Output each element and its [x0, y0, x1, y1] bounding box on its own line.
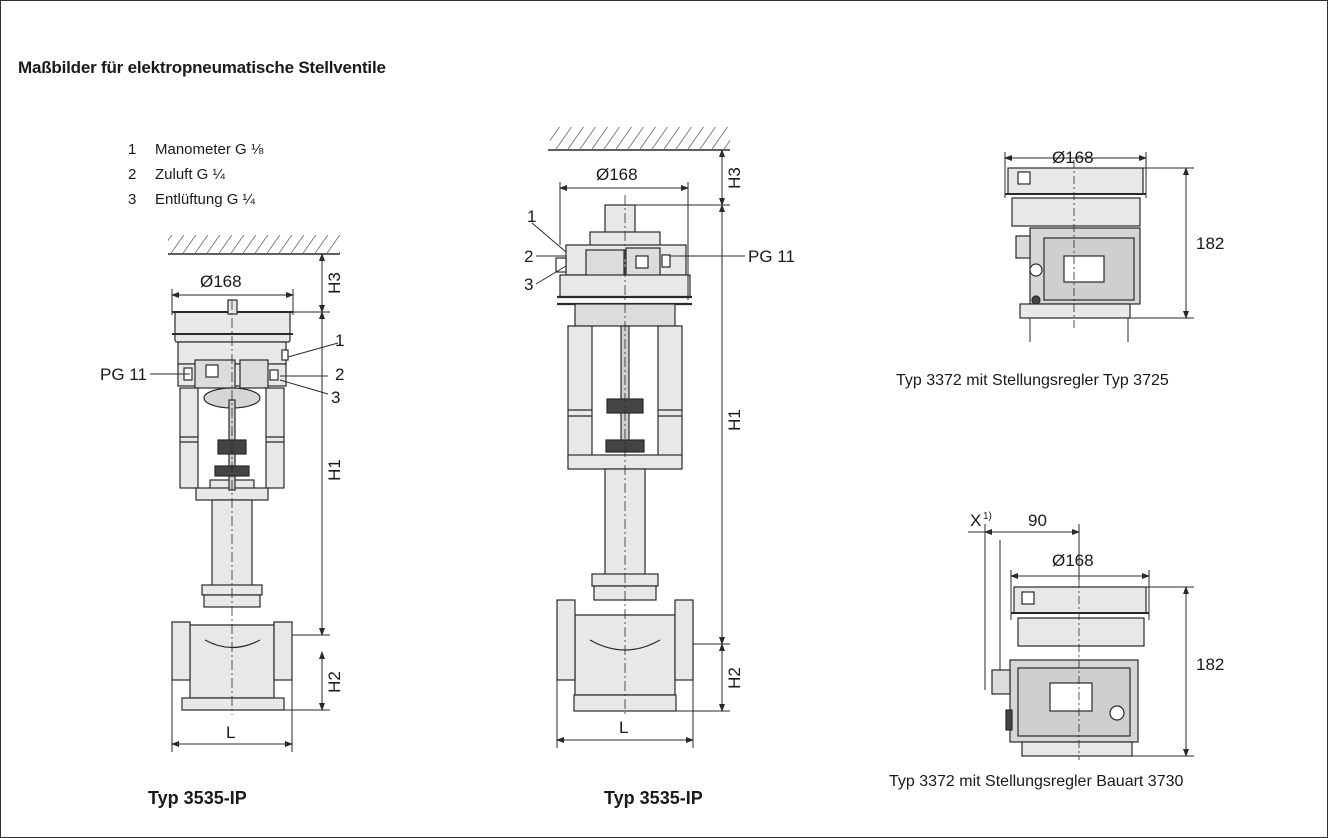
callout-1: 1	[527, 207, 536, 226]
pg11-label: PG 11	[100, 365, 147, 384]
legend-number: 2	[128, 166, 137, 183]
legend-item: 2 Zuluft G ¼	[128, 162, 263, 187]
h3-label: H3	[325, 272, 344, 294]
legend-item: 3 Entlüftung G ¼	[128, 187, 263, 212]
dimensions-left	[150, 253, 339, 752]
labels-mid: Ø168 H3 H1 H2 L PG 11 1 2 3	[524, 165, 795, 737]
offset-label: 90	[1028, 511, 1047, 530]
caption-3725: Typ 3372 mit Stellungsregler Typ 3725	[896, 372, 1169, 389]
caption-3730: Typ 3372 mit Stellungsregler Bauart 3730	[889, 773, 1184, 790]
callout-3: 3	[524, 275, 533, 294]
length-label: L	[619, 718, 628, 737]
x-label: X	[970, 511, 981, 530]
h1-label: H1	[325, 459, 344, 481]
labels-3730: Ø168 182 90 X 1)	[970, 511, 1224, 674]
callout-3: 3	[331, 388, 340, 407]
legend: 1 Manometer G ⅛ 2 Zuluft G ¼ 3 Entlüftung G…	[128, 137, 263, 212]
diameter-label: Ø168	[200, 272, 242, 291]
valve-figure-mid	[548, 127, 730, 715]
labels-left: Ø168 H3 H1 H2 L PG 11 1 2 3	[100, 272, 344, 742]
page-title: Maßbilder für elektropneumatische Stellv…	[18, 58, 386, 77]
dimensions-3730	[968, 524, 1194, 757]
h3-label: H3	[725, 167, 744, 189]
h2-label: H2	[325, 671, 344, 693]
diameter-label: Ø168	[596, 165, 638, 184]
legend-text: Entlüftung G ¼	[155, 191, 256, 208]
pg11-label: PG 11	[748, 247, 795, 266]
legend-number: 1	[128, 141, 137, 158]
valve-figure-left	[168, 235, 340, 715]
height-label: 182	[1196, 655, 1224, 674]
caption-mid: Typ 3535-IP	[604, 788, 703, 808]
caption-left: Typ 3535-IP	[148, 788, 247, 808]
legend-text: Zuluft G ¼	[155, 166, 226, 183]
callout-2: 2	[335, 365, 344, 384]
callout-1: 1	[335, 331, 344, 350]
length-label: L	[226, 723, 235, 742]
h1-label: H1	[725, 409, 744, 431]
legend-number: 3	[128, 191, 137, 208]
positioner-3725-figure	[1005, 160, 1146, 330]
diameter-label: Ø168	[1052, 551, 1094, 570]
dimensions-3725	[1004, 152, 1194, 342]
legend-item: 1 Manometer G ⅛	[128, 137, 263, 162]
x-footnote: 1)	[983, 511, 992, 522]
diameter-label: Ø168	[1052, 148, 1094, 167]
h2-label: H2	[725, 667, 744, 689]
labels-3725: Ø168 182	[1052, 148, 1224, 253]
legend-text: Manometer G ⅛	[155, 141, 264, 158]
dimensions-mid	[531, 149, 745, 748]
callout-2: 2	[524, 247, 533, 266]
ceiling-hatch	[548, 127, 730, 151]
positioner-3730-figure	[991, 580, 1149, 760]
height-label: 182	[1196, 234, 1224, 253]
ceiling-hatch	[168, 235, 340, 255]
